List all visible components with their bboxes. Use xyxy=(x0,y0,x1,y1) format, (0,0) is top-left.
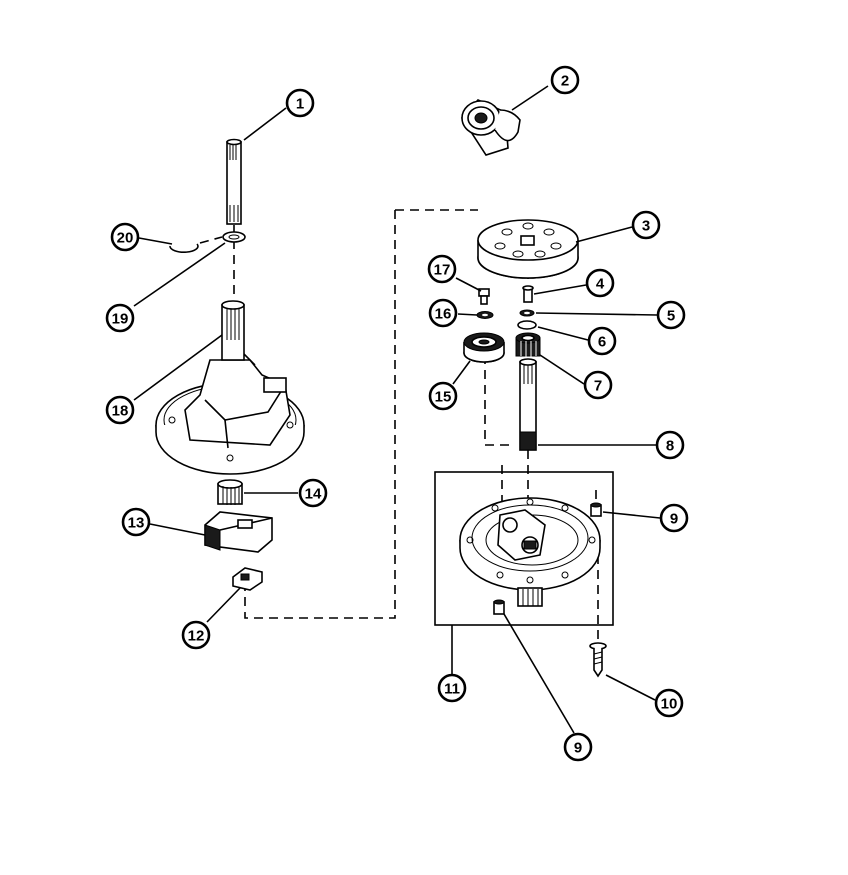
callout-5: 5 xyxy=(656,300,686,330)
callout-1: 1 xyxy=(285,88,315,118)
callout-13: 13 xyxy=(121,507,151,537)
callout-16: 16 xyxy=(428,298,458,328)
callout-3: 3 xyxy=(631,210,661,240)
part-3-pulley xyxy=(477,219,579,279)
part-2-bearing xyxy=(460,99,521,156)
part-4-bolt xyxy=(522,285,534,303)
callout-17-label: 17 xyxy=(434,262,451,279)
callout-8: 8 xyxy=(655,430,685,460)
callout-7: 7 xyxy=(583,370,613,400)
callout-10-label: 10 xyxy=(661,696,678,713)
callout-19: 19 xyxy=(105,303,135,333)
callout-11: 11 xyxy=(437,673,467,703)
callout-18: 18 xyxy=(105,395,135,425)
callout-16-label: 16 xyxy=(435,306,452,323)
part-15-gear xyxy=(463,332,505,363)
callout-20-label: 20 xyxy=(117,230,134,247)
callout-1-label: 1 xyxy=(296,96,304,113)
callout-15: 15 xyxy=(428,381,458,411)
callout-9b-label: 9 xyxy=(574,740,582,757)
callout-9-top: 9 xyxy=(659,503,689,533)
part-10-screw xyxy=(589,642,607,678)
callout-14-label: 14 xyxy=(305,486,322,503)
part-18-transmission xyxy=(155,300,305,475)
part-13-shift-block xyxy=(204,511,273,553)
callout-9-bottom: 9 xyxy=(563,732,593,762)
part-9-dowel-top xyxy=(590,502,602,517)
part-11-gear-case xyxy=(434,471,614,626)
callout-8-label: 8 xyxy=(666,438,674,455)
callout-7-label: 7 xyxy=(594,378,602,395)
leader-lines xyxy=(133,85,661,734)
callout-13-label: 13 xyxy=(128,515,145,532)
callout-3-label: 3 xyxy=(642,218,650,235)
part-7-pinion xyxy=(515,332,541,357)
part-9-dowel-bottom xyxy=(493,599,505,615)
callout-17: 17 xyxy=(427,254,457,284)
part-8-shaft xyxy=(519,358,537,451)
callout-9a-label: 9 xyxy=(670,511,678,528)
callout-10: 10 xyxy=(654,688,684,718)
part-1-shaft xyxy=(226,138,242,225)
callout-12: 12 xyxy=(181,620,211,650)
part-5-washer xyxy=(519,309,535,317)
part-14-pinion xyxy=(217,479,243,505)
part-20-snap-ring xyxy=(169,243,199,254)
callout-4-label: 4 xyxy=(596,276,605,293)
callout-12-label: 12 xyxy=(188,628,205,645)
part-17-bolt xyxy=(478,288,490,305)
callout-2-label: 2 xyxy=(561,73,569,90)
callout-4: 4 xyxy=(585,268,615,298)
callout-20: 20 xyxy=(110,222,140,252)
callout-18-label: 18 xyxy=(112,403,129,420)
callout-6-label: 6 xyxy=(598,334,606,351)
part-6-washer xyxy=(517,320,537,330)
part-19-washer xyxy=(222,231,246,243)
callout-11-label: 11 xyxy=(444,681,460,698)
callout-15-label: 15 xyxy=(435,389,452,406)
callout-14: 14 xyxy=(298,478,328,508)
callout-5-label: 5 xyxy=(667,308,675,325)
part-12-clip xyxy=(232,567,263,591)
part-16-washer xyxy=(476,311,494,319)
callout-6: 6 xyxy=(587,326,617,356)
callout-2: 2 xyxy=(550,65,580,95)
callout-19-label: 19 xyxy=(112,311,129,328)
